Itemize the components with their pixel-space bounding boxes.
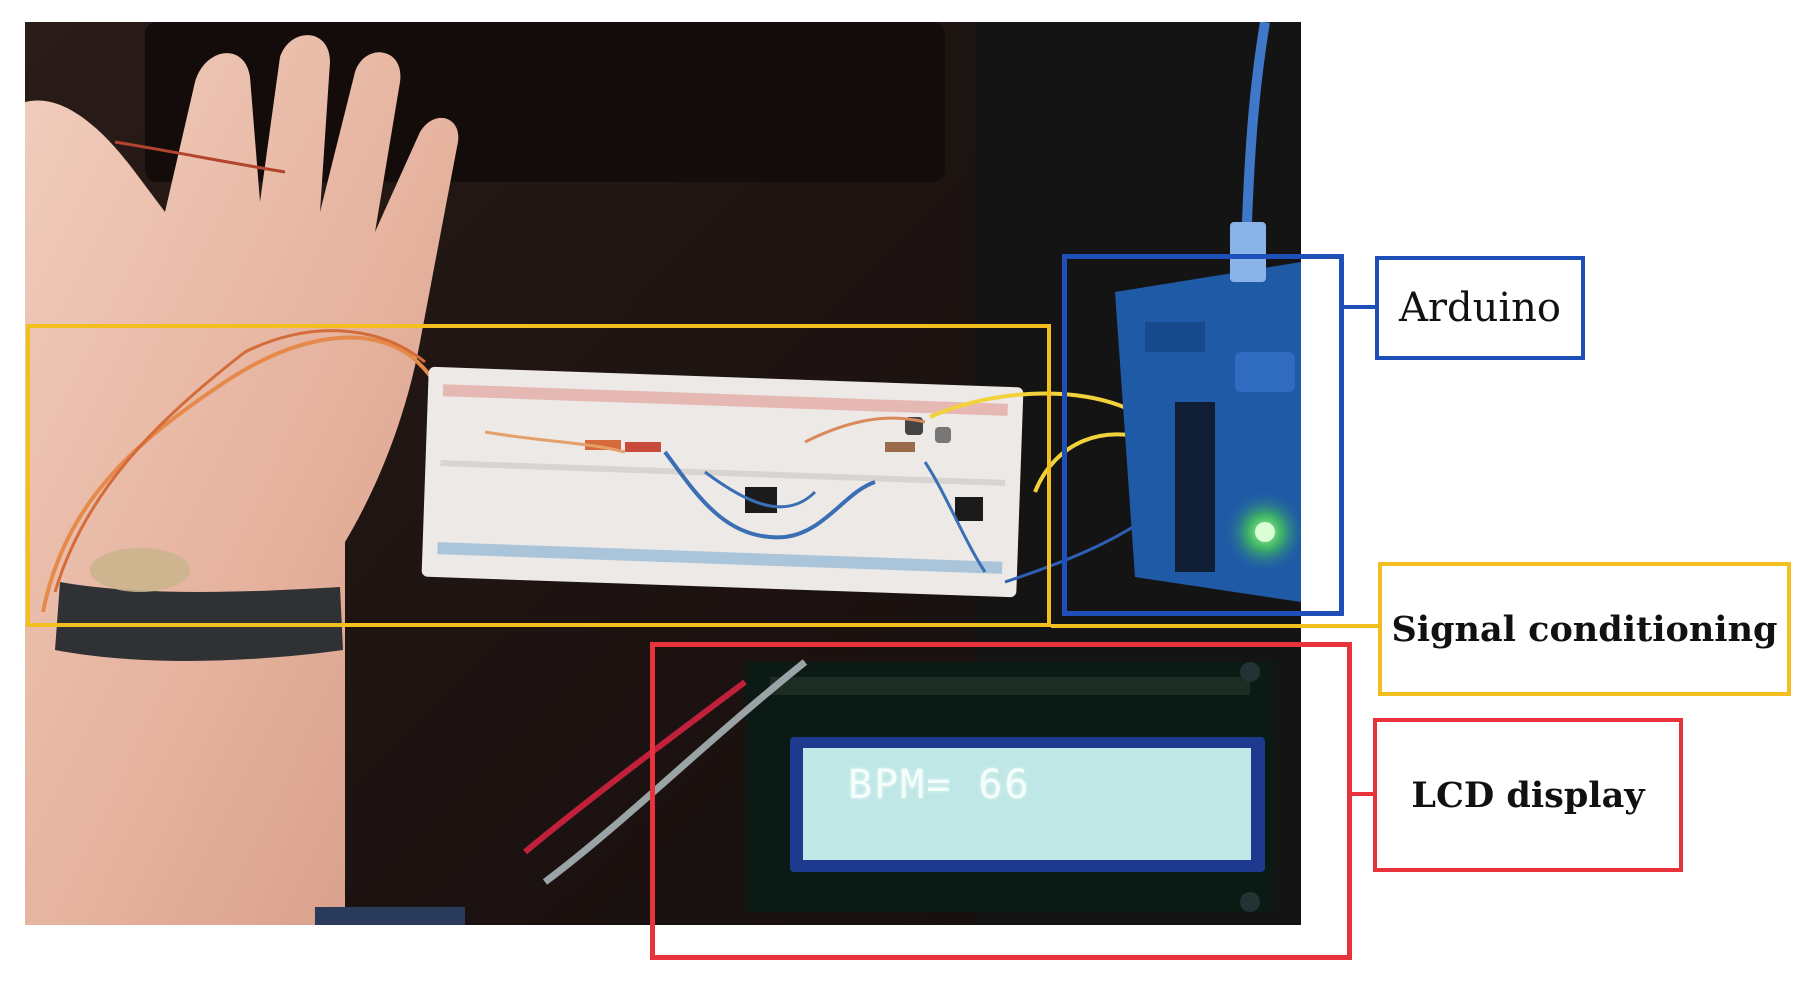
usb-plug xyxy=(1230,222,1266,282)
sensor-pad xyxy=(90,548,190,592)
lcd-box xyxy=(650,642,1352,960)
arduino-board xyxy=(1115,262,1301,602)
photo xyxy=(25,22,1301,925)
signal-conditioning-box xyxy=(26,324,1051,627)
transistor xyxy=(955,497,983,521)
signal-connector xyxy=(1051,624,1380,628)
signal-conditioning-label-text: Signal conditioning xyxy=(1391,608,1778,650)
lcd-readout: BPM= 66 xyxy=(848,762,1031,808)
tablet-device xyxy=(145,22,945,182)
arduino-connector xyxy=(1344,305,1378,309)
breadboard xyxy=(421,366,1024,598)
usb-cable xyxy=(1242,22,1270,223)
hand xyxy=(25,35,459,925)
arduino-label-text: Arduino xyxy=(1398,285,1561,331)
arduino-box xyxy=(1062,254,1344,616)
lcd-connector xyxy=(1352,792,1374,796)
photo-scene xyxy=(25,22,1301,925)
lcd-display-label: LCD display xyxy=(1373,718,1683,872)
lcd-display-label-text: LCD display xyxy=(1411,774,1645,816)
lcd-screen xyxy=(803,748,1251,860)
arduino-label: Arduino xyxy=(1375,256,1585,360)
signal-conditioning-label: Signal conditioning xyxy=(1378,562,1791,696)
wristband xyxy=(55,582,343,661)
lcd-module xyxy=(745,662,1275,912)
